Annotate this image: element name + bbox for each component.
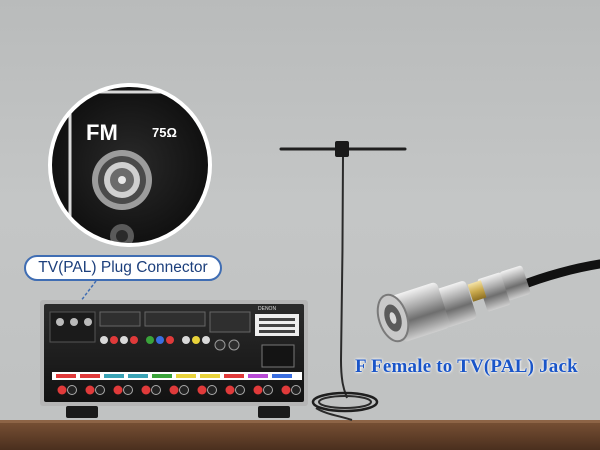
fm-label: FM [86,120,118,145]
coax-connector-icon [376,259,600,343]
receiver-brand-label: DENON [258,306,276,312]
wooden-shelf [0,420,600,450]
rca-jacks [100,336,240,351]
shelf-edge [0,420,600,423]
speaker-terminals [56,374,292,378]
zoom-circle [48,83,212,247]
av-receiver-icon [40,300,308,418]
callout-label: TV(PAL) Plug Connector [24,255,222,281]
ohm-label: 75Ω [152,125,177,140]
product-title: F Female to TV(PAL) Jack [355,356,578,377]
callout-leader [67,280,97,319]
fm-dipole-antenna-icon [279,141,407,421]
binding-posts [57,385,301,395]
